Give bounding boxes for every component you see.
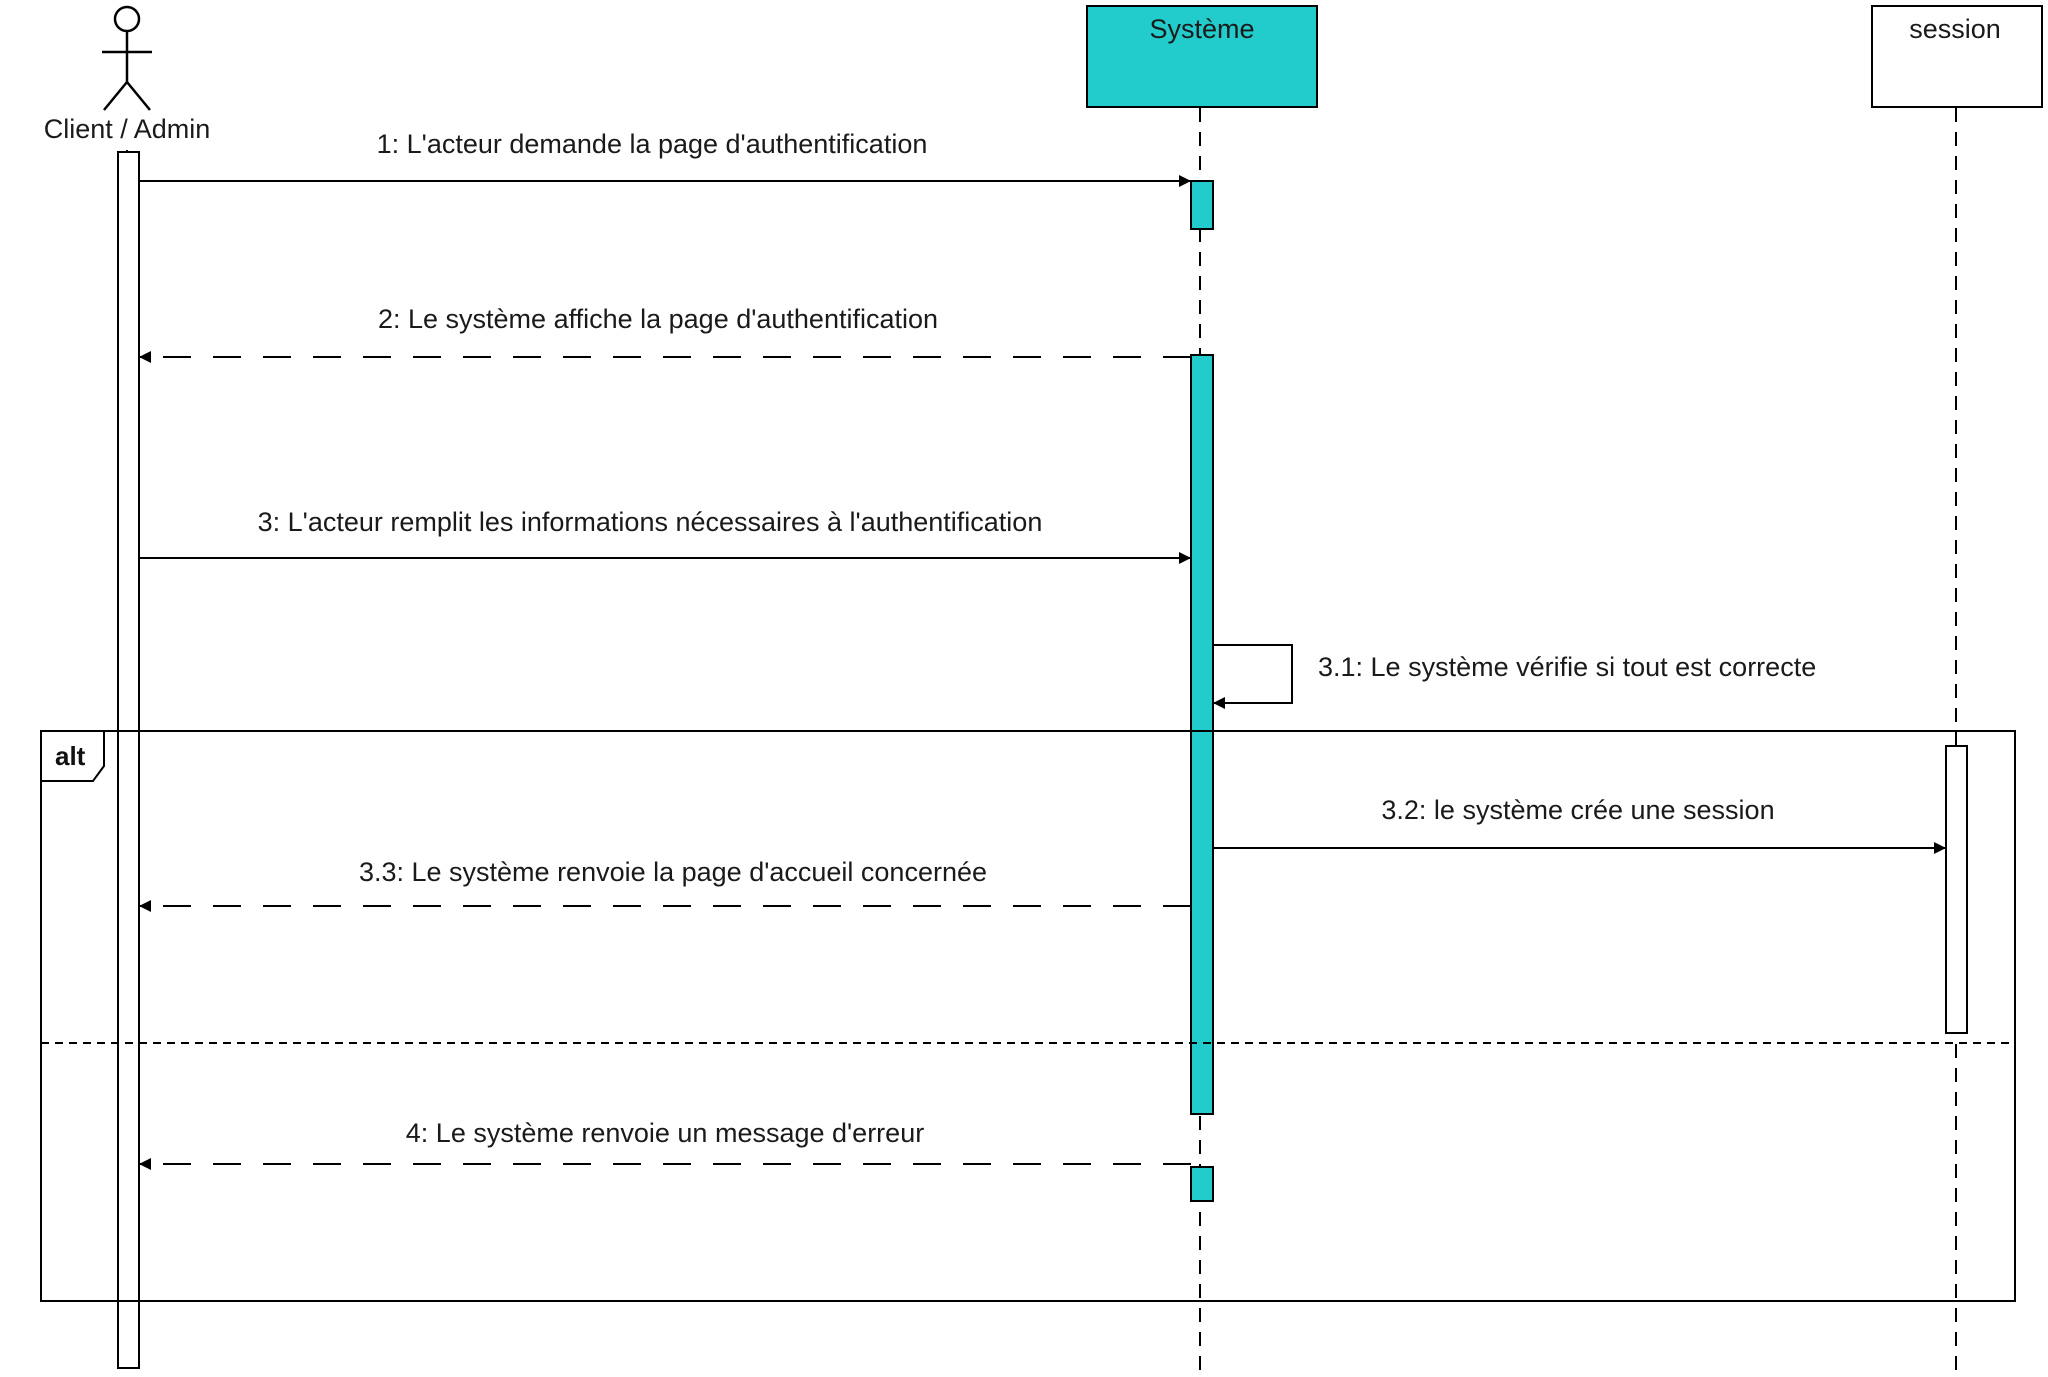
system-name: Système — [1149, 14, 1254, 44]
actor-name: Client / Admin — [44, 114, 211, 144]
alt-fragment-label-box — [40, 730, 105, 782]
message-2-label: 2: Le système affiche la page d'authenti… — [378, 304, 938, 334]
session-activation-bar — [1945, 745, 1968, 1034]
system-activation-bar-1 — [1190, 180, 1214, 230]
alt-fragment-operator: alt — [55, 741, 86, 771]
session-header-box — [1871, 5, 2043, 108]
system-activation-bar-3 — [1190, 1166, 1214, 1202]
message-4-label: 4: Le système renvoie un message d'erreu… — [406, 1118, 924, 1148]
system-activation-bar-2 — [1190, 354, 1214, 1115]
session-name: session — [1909, 14, 2001, 44]
message-3-1-arrow — [1213, 644, 1293, 709]
actor-activation-bar — [117, 151, 140, 1369]
message-3-label: 3: L'acteur remplit les informations néc… — [258, 507, 1043, 537]
message-3-2-label: 3.2: le système crée une session — [1381, 795, 1774, 825]
message-1-label: 1: L'acteur demande la page d'authentifi… — [377, 129, 928, 159]
message-3-3-label: 3.3: Le système renvoie la page d'accuei… — [359, 857, 987, 887]
actor-stick-figure-icon — [102, 5, 152, 111]
system-header-box — [1086, 5, 1318, 108]
message-3-1-label: 3.1: Le système vérifie si tout est corr… — [1318, 652, 1816, 682]
alt-fragment-frame — [40, 730, 2016, 1302]
